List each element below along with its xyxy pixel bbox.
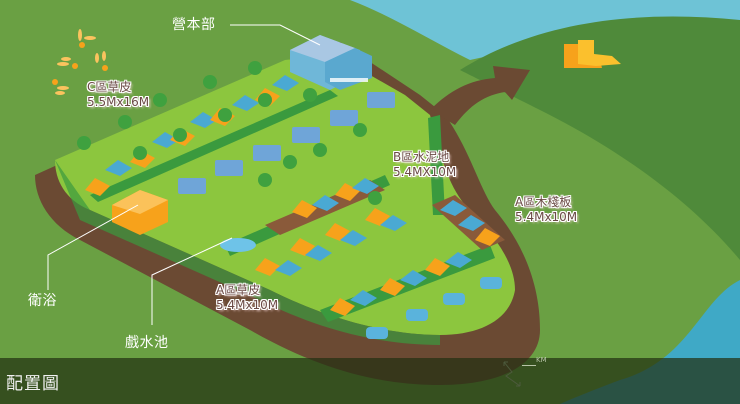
scale-unit: KM	[536, 356, 547, 364]
hedge	[428, 115, 445, 215]
zone-size: 5.4MX10M	[393, 165, 457, 179]
caravans	[178, 92, 395, 194]
zone-a-wood-deck	[432, 195, 505, 250]
zone-size: 5.4Mx10M	[515, 210, 578, 224]
hill-right	[460, 16, 740, 261]
zone-a-grass-label: A區草皮 5.4Mx10M	[216, 283, 278, 313]
scale-bar	[522, 365, 536, 366]
zone-b-deck	[265, 178, 385, 235]
tents-zone-a	[255, 208, 472, 316]
splash-pool[interactable]	[220, 238, 256, 252]
restroom-label: 衛浴	[28, 293, 57, 309]
boots-icon	[564, 40, 621, 68]
zone-name: B區水泥地	[393, 150, 450, 164]
leader-lines	[47, 24, 321, 325]
zone-b-concrete-label: B區水泥地 5.4MX10M	[393, 150, 456, 180]
trees	[77, 61, 382, 205]
parked-cars	[366, 277, 502, 339]
zone-name: A區木棧板	[515, 195, 572, 209]
map-title: 配置圖	[6, 374, 60, 394]
restroom-building[interactable]	[112, 190, 168, 235]
caption-bar: 配置圖	[0, 358, 740, 404]
zone-name: C區草皮	[87, 80, 132, 94]
headquarters-label: 營本部	[172, 17, 216, 33]
zone-a-wood-label: A區木棧板 5.4Mx10M	[515, 195, 577, 225]
headquarters-building[interactable]	[290, 35, 372, 90]
splash-pool-label: 戲水池	[125, 335, 169, 351]
zone-size: 5.5Mx16M	[87, 95, 150, 109]
site-grass	[55, 55, 515, 335]
zone-size: 5.4Mx10M	[216, 298, 279, 312]
exit-arrow-icon	[430, 66, 530, 125]
zone-c-grass-label: C區草皮 5.5Mx16M	[87, 80, 149, 110]
zone-name: A區草皮	[216, 283, 261, 297]
flower-icon	[52, 29, 108, 95]
hedge	[90, 90, 338, 202]
